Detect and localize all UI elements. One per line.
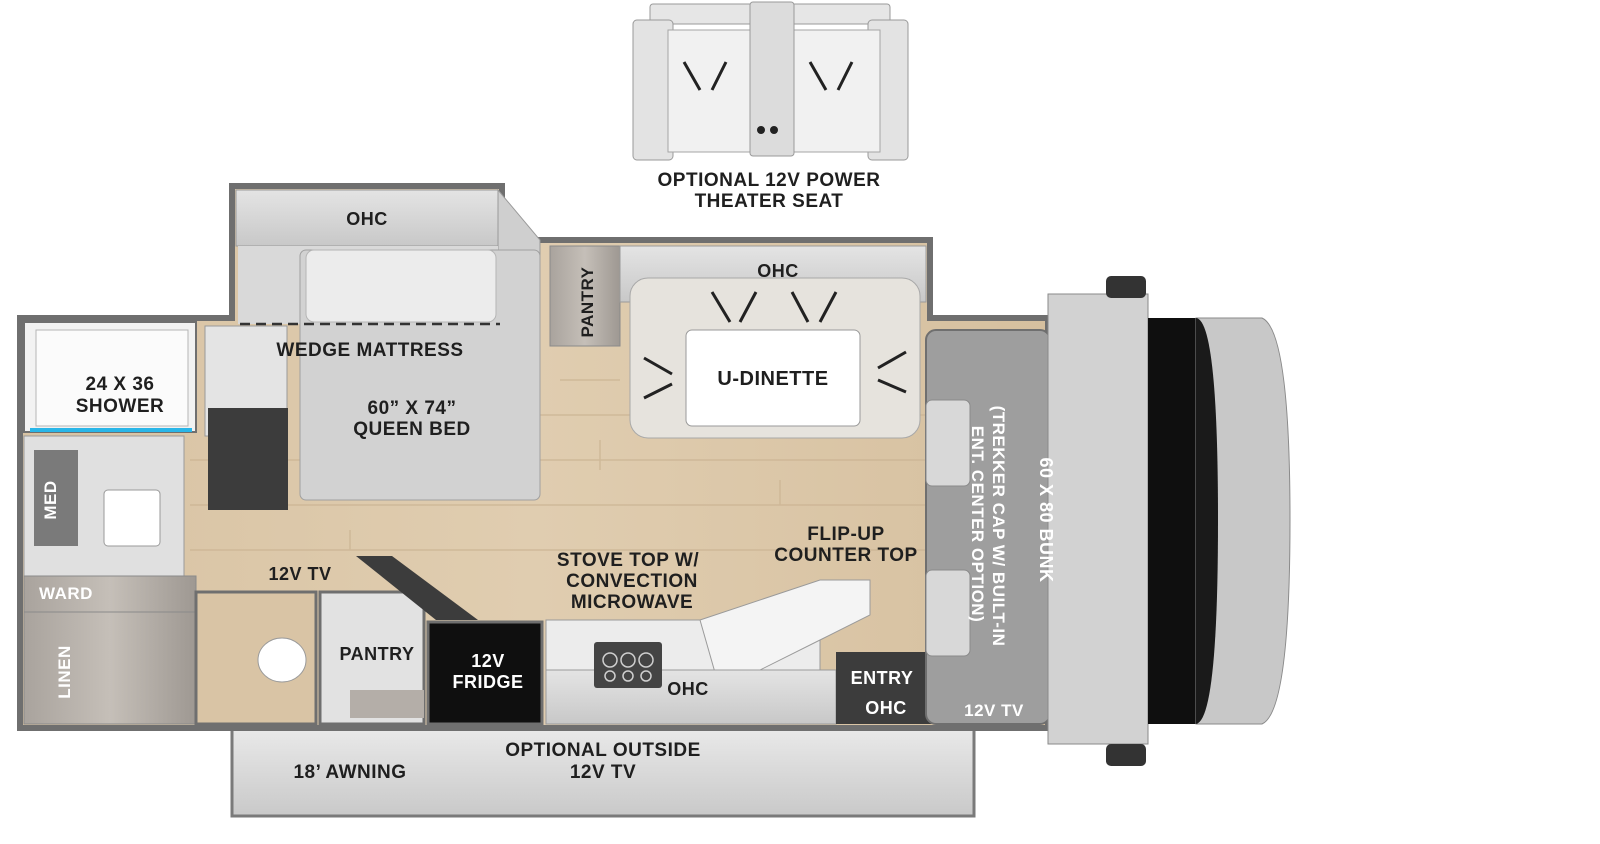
label-u-dinette: U-DINETTE xyxy=(717,368,828,390)
label-bunk-3: ENT. CENTER OPTION) xyxy=(968,426,987,623)
theater-seat-label-2: THEATER SEAT xyxy=(695,191,844,212)
pantry-shelf xyxy=(350,690,424,718)
label-fridge: FRIDGE xyxy=(452,672,523,692)
mirror-top xyxy=(1106,276,1146,298)
label-entry: ENTRY xyxy=(851,668,914,688)
windshield xyxy=(1148,318,1196,724)
shower-pan xyxy=(35,329,189,427)
cab-hood-base xyxy=(1047,293,1149,745)
pantry-top xyxy=(549,245,621,347)
awning xyxy=(230,726,976,818)
bunk-area xyxy=(925,329,1051,725)
bedroom-ohc xyxy=(235,189,499,247)
label-bed-size: 60” X 74” xyxy=(368,398,457,419)
label-outside-tv-2: 12V TV xyxy=(570,762,636,783)
label-tv-bedroom: 12V TV xyxy=(268,564,331,584)
bed-pillows xyxy=(305,249,497,323)
label-shower: SHOWER xyxy=(76,396,165,417)
mirror-bottom xyxy=(1106,744,1146,766)
label-tv-cab: 12V TV xyxy=(964,701,1024,720)
cab-nose xyxy=(1195,317,1291,725)
label-ohc-bedroom: OHC xyxy=(346,209,388,229)
medicine-cabinet xyxy=(34,450,78,546)
label-med: MED xyxy=(41,480,60,519)
label-linen: LINEN xyxy=(55,645,74,699)
cab-glass xyxy=(1196,318,1218,724)
dinette-table xyxy=(685,329,861,427)
label-stove-3: MICROWAVE xyxy=(571,592,693,613)
label-fridge-12v: 12V xyxy=(471,651,505,671)
fridge xyxy=(426,620,544,726)
label-ohc-dinette: OHC xyxy=(757,261,799,281)
label-awning: 18’ AWNING xyxy=(293,762,406,783)
label-ohc-entry: OHC xyxy=(865,698,907,718)
label-flip-up-2: COUNTER TOP xyxy=(774,545,917,566)
theater-seat-label-1: OPTIONAL 12V POWER xyxy=(658,170,881,191)
label-outside-tv-1: OPTIONAL OUTSIDE xyxy=(505,740,701,761)
label-stove-1: STOVE TOP W/ xyxy=(557,550,699,571)
label-shower-size: 24 X 36 xyxy=(86,374,155,395)
label-pantry-bottom: PANTRY xyxy=(340,644,415,664)
label-ohc-galley: OHC xyxy=(667,679,709,699)
label-queen-bed: QUEEN BED xyxy=(353,419,470,440)
label-wedge-mattress: WEDGE MATTRESS xyxy=(276,340,463,361)
wardrobe-linen xyxy=(23,575,197,725)
entry-step xyxy=(836,652,940,724)
tv-stand xyxy=(356,556,478,620)
cab-seat-2 xyxy=(925,569,971,657)
label-stove-2: CONVECTION xyxy=(566,571,698,592)
label-bunk-2: (TREKKER CAP W/ BUILT-IN xyxy=(989,406,1008,647)
cab-seat-1 xyxy=(925,399,971,487)
sink xyxy=(103,489,161,547)
bedroom-tv-cabinet xyxy=(208,408,288,510)
theater-seat-illustration xyxy=(632,1,909,161)
label-pantry-top: PANTRY xyxy=(578,266,597,337)
label-bunk-1: 60 X 80 BUNK xyxy=(1036,457,1056,582)
toilet xyxy=(257,637,307,683)
label-ward: WARD xyxy=(39,584,93,603)
label-flip-up-1: FLIP-UP xyxy=(807,524,884,545)
